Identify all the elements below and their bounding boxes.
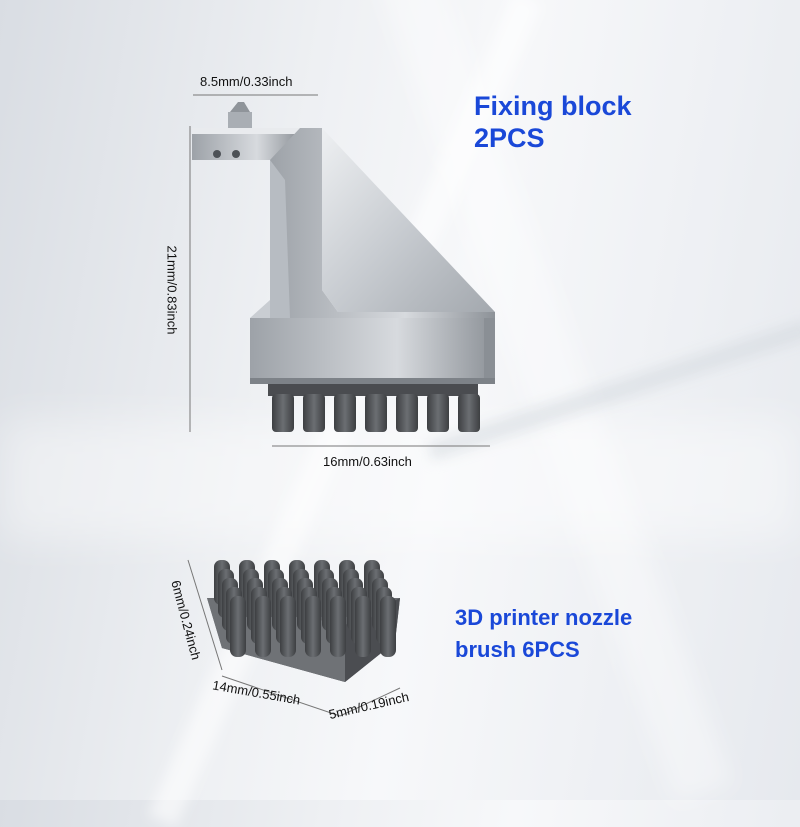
fixing-block-bristles — [272, 394, 480, 432]
bristle-tuft — [272, 394, 294, 432]
nozzle-brush-title: 3D printer nozzle brush 6PCS — [455, 602, 632, 666]
bristle-tuft — [334, 394, 356, 432]
fixing-block-title-line2: 2PCS — [474, 123, 545, 153]
dimension-top-label: 8.5mm/0.33inch — [200, 74, 293, 89]
nozzle-brush-title-line1: 3D printer nozzle — [455, 605, 633, 630]
dimension-height-label: 21mm/0.83inch — [164, 245, 180, 335]
dimension-width-label: 16mm/0.63inch — [323, 454, 412, 469]
dimension-lines-fixing-block — [189, 94, 490, 447]
bristle-tuft — [355, 596, 371, 657]
bristle-tuft — [255, 596, 271, 657]
fixing-block-title-line1: Fixing block — [474, 91, 632, 121]
product-illustration — [187, 94, 495, 717]
bristle-tuft — [427, 394, 449, 432]
nozzle-brush-bristles — [214, 560, 396, 657]
bristle-tuft — [280, 596, 296, 657]
dimension-lines-nozzle-brush — [187, 559, 401, 717]
bristle-tuft — [365, 394, 387, 432]
bristle-tuft — [230, 596, 246, 657]
bristle-tuft — [396, 394, 418, 432]
bristle-tuft — [305, 596, 321, 657]
fixing-block-title: Fixing block 2PCS — [474, 90, 632, 154]
bristle-tuft — [458, 394, 480, 432]
bristle-tuft — [330, 596, 346, 657]
bristle-tuft — [303, 394, 325, 432]
bristle-tuft — [380, 596, 396, 657]
nozzle-brush-title-line2: brush 6PCS — [455, 637, 580, 662]
fixing-block-image — [192, 102, 495, 396]
